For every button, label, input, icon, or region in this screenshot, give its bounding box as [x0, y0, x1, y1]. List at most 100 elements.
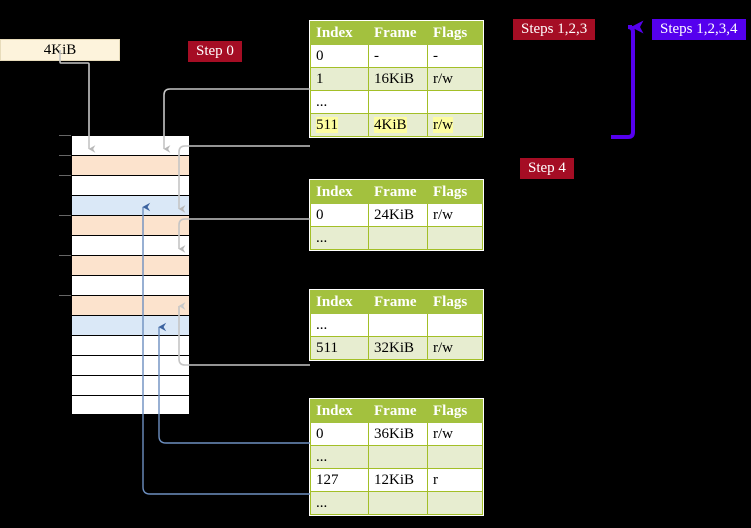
- memory-tick: [59, 295, 71, 296]
- cell-index: 511: [316, 117, 338, 133]
- memory-frame-row: [71, 215, 190, 235]
- cell-index: ...: [316, 495, 328, 511]
- cell-frame: -: [374, 48, 379, 64]
- table-cell-index: ...: [310, 90, 369, 114]
- column-header-frame: Frame: [368, 290, 428, 314]
- table-cell-frame: 36KiB: [368, 422, 428, 446]
- cell-index: 0: [316, 207, 324, 223]
- badge-step-0-label: Step 0: [196, 43, 234, 59]
- memory-frame-row: [71, 375, 190, 395]
- table-row: ...: [310, 90, 483, 114]
- column-header-index: Index: [310, 399, 369, 423]
- table-cell-flags: [427, 491, 483, 515]
- memory-tick: [59, 255, 71, 256]
- cell-frame: 36KiB: [374, 426, 415, 442]
- cell-index: 0: [316, 48, 324, 64]
- table-row: 0 36KiB r/w: [310, 422, 483, 446]
- column-header-flags: Flags: [427, 21, 483, 45]
- cell-flags: r/w: [433, 340, 453, 356]
- cell-index: 127: [316, 472, 339, 488]
- table-cell-index: ...: [310, 445, 369, 469]
- memory-frame-row: [71, 335, 190, 355]
- memory-frame-row: [71, 395, 190, 415]
- cell-index: 1: [316, 71, 324, 87]
- table-cell-frame: [368, 226, 428, 250]
- table-cell-index: 1: [310, 67, 369, 91]
- column-header-flags: Flags: [427, 399, 483, 423]
- table-cell-index: ...: [310, 226, 369, 250]
- cell-index: ...: [316, 230, 328, 246]
- cell-frame: 16KiB: [374, 71, 415, 87]
- table-cell-frame: [368, 313, 428, 337]
- table-cell-frame: [368, 445, 428, 469]
- cell-index: ...: [316, 449, 328, 465]
- cell-flags: r: [433, 472, 438, 488]
- table-row: ...: [310, 491, 483, 515]
- memory-frame-row: [71, 175, 190, 195]
- table-cell-flags: -: [427, 44, 483, 68]
- cell-index: ...: [316, 94, 328, 110]
- cell-frame: 32KiB: [374, 340, 415, 356]
- cell-index: 511: [316, 340, 338, 356]
- badge-steps-1234: Steps 1,2,3,4: [652, 19, 746, 40]
- table-row: ...: [310, 445, 483, 469]
- badge-step-4: Step 4: [520, 158, 574, 179]
- table-cell-flags: r/w: [427, 203, 483, 227]
- memory-frame-row: [71, 235, 190, 255]
- table-cell-index: 127: [310, 468, 369, 492]
- table-cell-frame: 32KiB: [368, 336, 428, 360]
- table-row: 511 4KiB r/w: [310, 113, 483, 137]
- memory-tick: [59, 135, 71, 136]
- memory-frame-row: [71, 195, 190, 215]
- table-cell-frame: 4KiB: [368, 113, 428, 137]
- memory-tick: [59, 175, 71, 176]
- memory-frame-row: [71, 295, 190, 315]
- table-cell-flags: [427, 226, 483, 250]
- table-row: 511 32KiB r/w: [310, 336, 483, 360]
- badge-step-0: Step 0: [188, 41, 242, 62]
- table-cell-index: 0: [310, 422, 369, 446]
- column-header-flags: Flags: [427, 180, 483, 204]
- memory-frame-row: [71, 155, 190, 175]
- cell-index: 0: [316, 426, 324, 442]
- table-cell-flags: [427, 445, 483, 469]
- badge-steps-123: Steps 1,2,3: [513, 19, 596, 40]
- table-cell-frame: [368, 90, 428, 114]
- table-row: ...: [310, 226, 483, 250]
- memory-frame-row: [71, 255, 190, 275]
- column-header-index: Index: [310, 21, 369, 45]
- physical-memory-frames: [71, 135, 190, 415]
- column-header-frame: Frame: [368, 21, 428, 45]
- table-row: 0 - -: [310, 44, 483, 68]
- table-cell-flags: [427, 90, 483, 114]
- memory-frame-row: [71, 275, 190, 295]
- memory-tick: [59, 215, 71, 216]
- cell-flags: r/w: [433, 207, 453, 223]
- table-cell-flags: r/w: [427, 336, 483, 360]
- column-header-index: Index: [310, 290, 369, 314]
- table-cell-flags: r/w: [427, 422, 483, 446]
- table-cell-index: 511: [310, 113, 369, 137]
- table-row: ...: [310, 313, 483, 337]
- table-cell-index: 0: [310, 44, 369, 68]
- table-cell-flags: r: [427, 468, 483, 492]
- cell-flags: -: [433, 48, 438, 64]
- column-header-index: Index: [310, 180, 369, 204]
- cell-flags: r/w: [433, 117, 453, 133]
- memory-tick: [59, 155, 71, 156]
- table-cell-index: 511: [310, 336, 369, 360]
- table-cell-frame: [368, 491, 428, 515]
- column-header-frame: Frame: [368, 399, 428, 423]
